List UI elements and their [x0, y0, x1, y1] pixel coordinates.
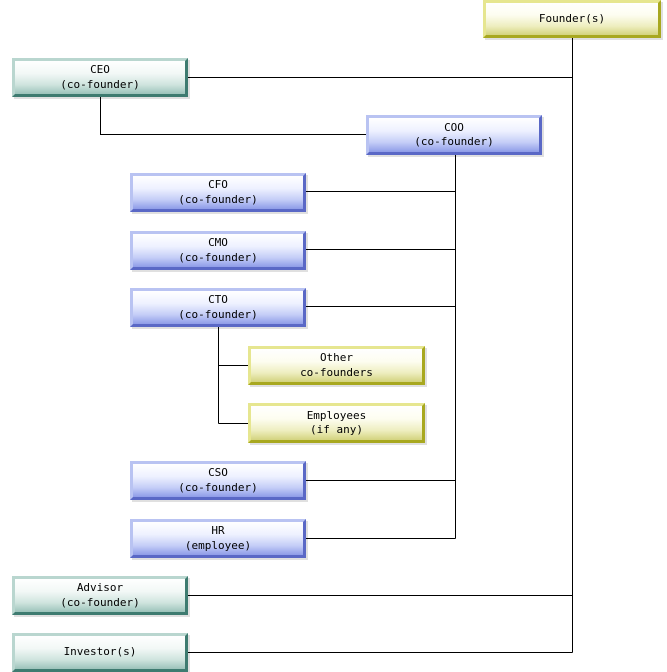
node-cso-subtitle: (co-founder): [178, 480, 258, 494]
node-cto-title: CTO: [208, 293, 228, 306]
node-ceo: CEO (co-founder): [12, 58, 188, 97]
node-coo-title: COO: [444, 120, 464, 134]
node-other-cofounders-line1: Other: [319, 351, 354, 364]
node-cto-subtitle: (co-founder): [178, 307, 258, 321]
node-coo-subtitle: (co-founder): [414, 135, 494, 148]
node-cmo-subtitle: (co-founder): [178, 250, 258, 264]
node-employees: Employees (if any): [248, 403, 425, 443]
node-cmo-title: CMO: [208, 236, 228, 249]
node-founders-label: Founder(s): [538, 11, 606, 25]
node-coo: COO (co-founder): [366, 115, 542, 155]
ceo-to-coo-line: [100, 97, 366, 135]
node-investors-label: Investor(s): [63, 645, 137, 659]
node-cso-title: CSO: [208, 466, 228, 479]
node-cfo-title: CFO: [208, 178, 228, 191]
node-hr-title: HR: [211, 524, 225, 537]
node-employees-title: Employees: [306, 408, 367, 422]
node-cto: CTO (co-founder): [130, 288, 306, 327]
node-advisor-title: Advisor: [76, 581, 124, 594]
node-hr: HR (employee): [130, 519, 306, 558]
node-cmo: CMO (co-founder): [130, 231, 306, 270]
node-advisor: Advisor (co-founder): [12, 576, 188, 615]
node-other-cofounders: Other co-founders: [248, 346, 425, 385]
node-hr-subtitle: (employee): [184, 538, 252, 552]
node-advisor-subtitle: (co-founder): [60, 595, 140, 609]
node-cfo: CFO (co-founder): [130, 173, 306, 212]
node-ceo-title: CEO: [90, 63, 110, 76]
node-ceo-subtitle: (co-founder): [60, 77, 140, 91]
node-investors: Investor(s): [12, 633, 188, 672]
node-cso: CSO (co-founder): [130, 461, 306, 500]
node-other-cofounders-line2: co-founders: [300, 365, 373, 379]
node-cfo-subtitle: (co-founder): [178, 192, 258, 206]
node-employees-subtitle: (if any): [310, 423, 363, 436]
node-founders: Founder(s): [483, 0, 661, 38]
